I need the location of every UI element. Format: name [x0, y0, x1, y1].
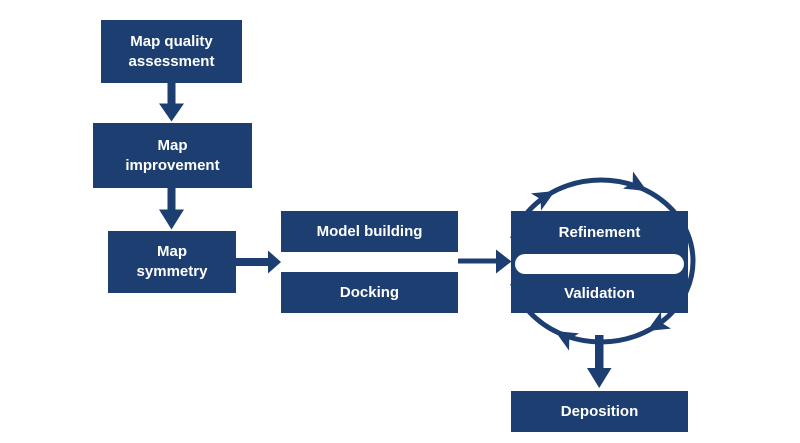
cycle-arrowhead-bottom-right-icon [647, 311, 672, 331]
cycle-arrowhead-bottom-left-icon [555, 331, 580, 351]
node-label: Map symmetry [136, 243, 208, 280]
arrow-assessment-to-improvement [159, 83, 184, 122]
node-label: Map improvement [125, 136, 220, 174]
node-validation: Validation [511, 274, 688, 313]
node-map-symmetry: Map symmetry [108, 231, 236, 293]
node-label: Refinement [558, 224, 641, 241]
cycle-arrowhead-top-right-icon [622, 171, 647, 191]
node-refinement: Refinement [511, 211, 688, 254]
cycle-arrowhead-top-left-icon [530, 191, 555, 211]
node-refinement-validation-group: Refinement Validation [511, 211, 688, 313]
node-deposition: Deposition [511, 391, 688, 432]
arrow-cycle-to-deposition [587, 335, 612, 388]
arrow-modeling-to-refinement [458, 249, 512, 274]
node-map-quality-assessment: Map quality assessment [101, 20, 242, 83]
node-label: Docking [339, 283, 400, 301]
node-map-improvement: Map improvement [93, 123, 252, 188]
node-label: Validation [564, 285, 635, 302]
node-label: Deposition [560, 402, 639, 420]
arrow-symmetry-to-modeling [236, 250, 281, 274]
node-label: Model building [316, 222, 423, 240]
refinement-validation-separator [515, 254, 684, 274]
arrow-improvement-to-symmetry [159, 188, 184, 230]
node-docking: Docking [281, 272, 458, 313]
node-label: Map quality assessment [128, 32, 215, 70]
node-model-building: Model building [281, 211, 458, 252]
